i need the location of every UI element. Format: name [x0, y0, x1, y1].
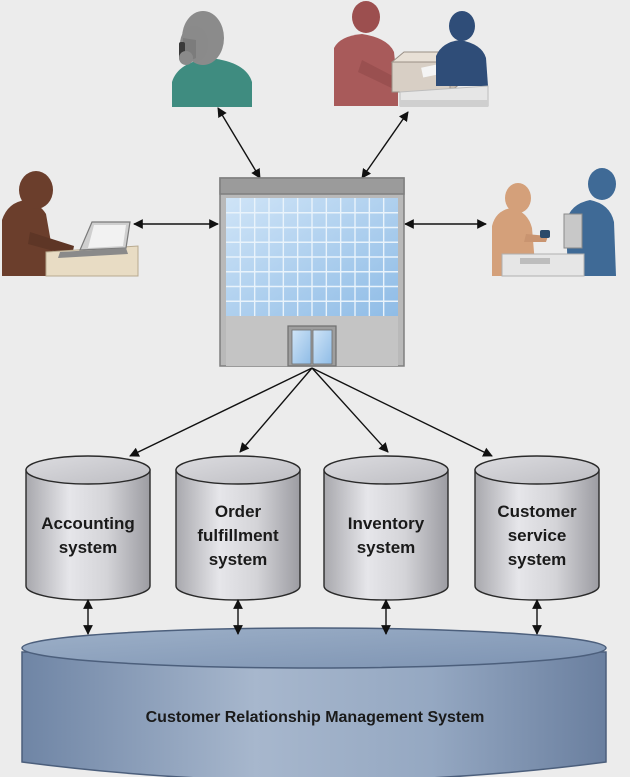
arrow-shipping-counter [361, 111, 409, 179]
order-fulfillment-system-cylinder [175, 455, 301, 601]
crm-system-label: Customer Relationship Management System [145, 709, 485, 726]
system-connectors [129, 367, 493, 457]
accounting-system-label: Accounting system [41, 514, 135, 557]
customer-service-system-cylinder [474, 455, 600, 601]
arrow-to-customer-service [311, 367, 493, 457]
accounting-system-cylinder [25, 455, 151, 601]
customer-service-system-label: Customer service system [497, 502, 577, 569]
person-on-phone-icon [172, 11, 252, 107]
arrow-phone-user [217, 107, 261, 179]
retail-checkout-icon [492, 168, 616, 277]
person-at-laptop-icon [2, 171, 139, 277]
shipping-counter-icon [334, 1, 489, 107]
people-connectors [133, 107, 487, 229]
inventory-system-label: Inventory system [347, 514, 425, 557]
arrow-to-accounting [129, 367, 313, 457]
order-fulfillment-system-label: Order fulfillment system [197, 502, 279, 569]
office-building-icon [219, 177, 405, 367]
arrow-to-order-fulfillment [239, 367, 313, 453]
arrow-to-inventory [311, 367, 389, 453]
crm-connectors [83, 599, 542, 635]
crm-database-cylinder [21, 627, 607, 777]
